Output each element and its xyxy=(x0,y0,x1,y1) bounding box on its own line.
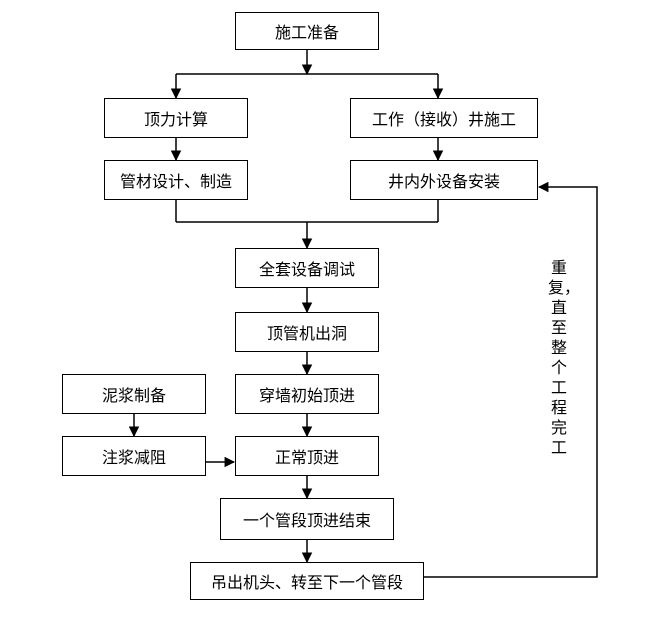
node-jack-force-calc: 顶力计算 xyxy=(104,98,248,138)
edge-loop-back xyxy=(424,181,598,578)
node-equipment-install: 井内外设备安装 xyxy=(350,160,538,200)
node-full-debug: 全套设备调试 xyxy=(235,248,379,288)
node-segment-end: 一个管段顶进结束 xyxy=(220,498,394,540)
node-wall-initial-jacking: 穿墙初始顶进 xyxy=(235,374,379,414)
node-machine-exit: 顶管机出洞 xyxy=(235,312,379,352)
node-pipe-design: 管材设计、制造 xyxy=(104,160,248,200)
node-mud-prep: 泥浆制备 xyxy=(62,374,206,414)
node-construction-prep: 施工准备 xyxy=(235,12,379,50)
node-normal-jacking: 正常顶进 xyxy=(235,436,379,476)
node-lift-transfer: 吊出机头、转至下一个管段 xyxy=(190,562,424,600)
node-grout-reduce: 注浆减阻 xyxy=(62,436,206,476)
node-well-construction: 工作（接收）井施工 xyxy=(350,98,538,138)
loop-note: 重复，直至整个工程完工 xyxy=(548,258,581,457)
